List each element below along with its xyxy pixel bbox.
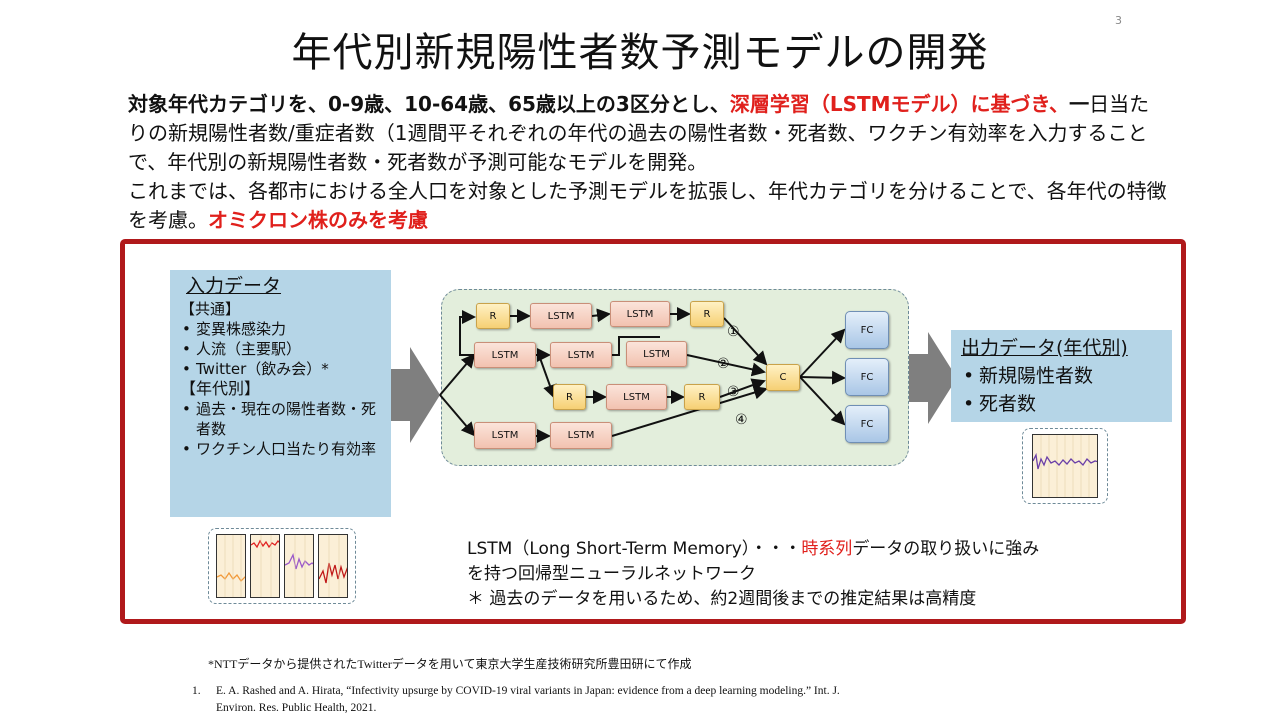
node-r3: R [553,384,586,410]
lstm-note: LSTM（Long Short-Term Memory）・・・時系列データの取り… [467,537,1157,612]
input-data-heading: 入力データ [186,275,282,297]
reference-number: 1. [192,685,201,697]
node-lstm7: LSTM [474,422,536,449]
lstm-note-line1: LSTM（Long Short-Term Memory）・・・時系列データの取り… [467,537,1157,562]
marker-2: ② [717,356,730,372]
slide-title: 年代別新規陽性者数予測モデルの開発 [291,30,989,76]
page-number: 3 [1115,14,1122,27]
common-list: 変異株感染力 人流（主要駅） Twitter（飲み会）* [180,319,381,379]
age-list: 過去・現在の陽性者数・死者数 ワクチン人口当たり有効率 [180,399,381,459]
node-fc1: FC [845,311,889,349]
lstm-note-line1-red: 時系列 [801,539,853,559]
node-lstm4: LSTM [550,342,612,368]
description-p2-red: オミクロン株のみを考慮 [208,208,428,232]
node-lstm8: LSTM [550,422,612,449]
node-c: C [766,364,800,391]
output-item: 新規陽性者数 [961,362,1162,390]
marker-4: ④ [735,412,748,428]
description-p2: これまでは、各都市における全人口を対象とした予測モデルを拡張し、年代カテゴリを分… [128,179,1167,232]
lstm-note-line2: を持つ回帰型ニューラルネットワーク [467,564,756,584]
lstm-note-line1-b: データの取り扱いに強み [852,539,1040,559]
common-item: 人流（主要駅） [180,339,381,359]
input-thumbnails [208,528,356,604]
input-mini-plot-2 [250,534,280,598]
input-mini-plot-3 [284,534,314,598]
output-list: 新規陽性者数 死者数 [961,362,1162,418]
lstm-note-line3: ＊ 過去のデータを用いるため、約2週間後までの推定結果は高精度 [467,589,977,609]
common-label: 【共通】 [180,300,241,318]
description: 対象年代カテゴリを、0-9歳、10-64歳、65歳以上の3区分とし、深層学習（L… [128,90,1168,235]
age-item: 過去・現在の陽性者数・死者数 [180,399,381,439]
description-p1-a: 対象年代カテゴリを、0-9歳、10-64歳、65歳以上の3区分とし、 [128,92,730,116]
input-mini-plot-4 [318,534,348,598]
output-thumbnail [1022,428,1108,504]
output-data-heading: 出力データ(年代別) [961,337,1128,359]
node-r1: R [476,303,510,329]
node-fc3: FC [845,405,889,443]
description-p1-b: 日当たりの新規陽性者数/重症者数（1週間平それぞれの年代の過去の陽性者数・死者数… [128,92,1150,174]
age-label: 【年代別】 [180,379,261,398]
common-item: 変異株感染力 [180,319,381,339]
common-item: Twitter（飲み会）* [180,359,381,379]
output-arrow [908,332,957,424]
age-item: ワクチン人口当たり有効率 [180,439,381,459]
node-lstm6: LSTM [606,384,667,410]
reference-text: E. A. Rashed and A. Hirata, “Infectivity… [216,685,840,714]
footnote: *NTTデータから提供されたTwitterデータを用いて東京大学生産技術研究所豊… [208,657,692,671]
input-data-box: 入力データ 【共通】 変異株感染力 人流（主要駅） Twitter（飲み会）* … [170,270,391,517]
lstm-note-line1-a: LSTM（Long Short-Term Memory）・・・ [467,539,802,559]
node-lstm2: LSTM [610,301,670,327]
node-r2: R [690,301,724,327]
description-p1-red: 深層学習（LSTMモデル）に基づき、 [729,92,1070,116]
node-lstm5: LSTM [626,341,687,367]
input-mini-plot-1 [216,534,246,598]
node-r4: R [684,384,720,410]
output-data-box: 出力データ(年代別) 新規陽性者数 死者数 [951,330,1172,422]
node-lstm1: LSTM [530,303,592,329]
output-mini-plot [1032,434,1098,498]
node-lstm3: LSTM [474,342,536,368]
input-arrow [387,347,440,443]
description-p1-b-first: 一 [1069,92,1090,116]
marker-1: ① [727,324,740,340]
output-item: 死者数 [961,390,1162,418]
node-fc2: FC [845,358,889,396]
marker-3: ③ [727,384,740,400]
reference: 1. E. A. Rashed and A. Hirata, “Infectiv… [192,683,872,717]
